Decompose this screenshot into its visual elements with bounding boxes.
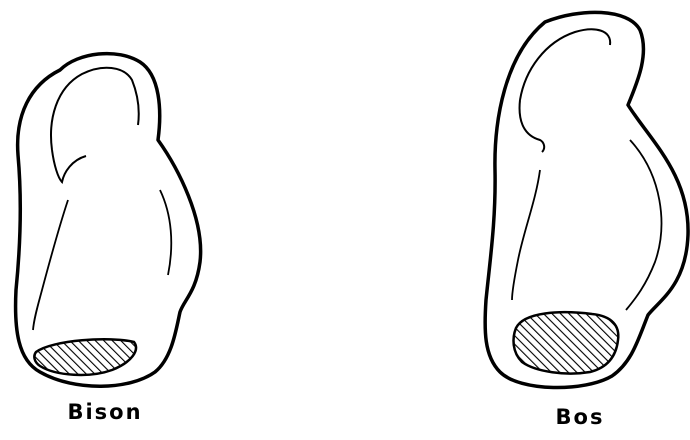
bison-hatched-facet [34,339,136,375]
bos-specimen [485,12,688,387]
bos-inner-left-line [512,170,540,300]
bison-inner-ridge [51,68,139,150]
bison-specimen [16,54,201,387]
bos-inner-right-line [626,140,661,310]
bos-inner-notch [520,100,545,152]
bos-hatched-facet [514,312,619,373]
bison-inner-notch [52,150,86,182]
bos-label: Bos [480,405,680,429]
bison-label: Bison [5,400,205,424]
bison-inner-left-line [33,200,68,330]
bison-outline [16,54,201,387]
bison-inner-right-line [160,190,171,275]
bos-inner-ridge [520,29,610,100]
